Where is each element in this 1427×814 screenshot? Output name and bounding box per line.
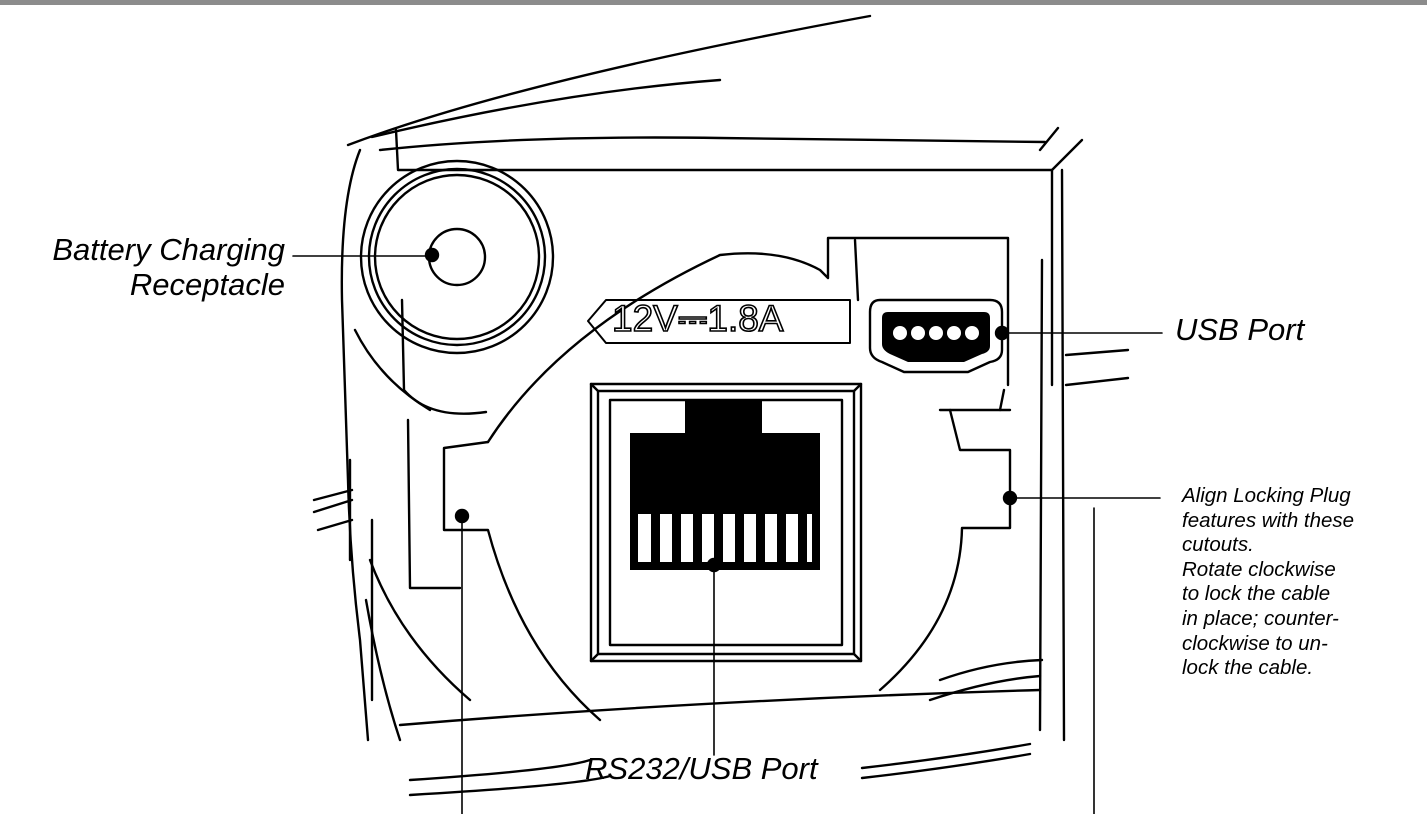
battery-callout: Battery Charging Receptacle — [52, 232, 285, 302]
housing-outline — [312, 14, 1130, 797]
voltage-value: 12V — [611, 297, 678, 340]
voltage-label-frame — [587, 299, 851, 344]
rj45-jack — [589, 382, 863, 663]
leader-lines — [292, 255, 1163, 814]
dc-symbol: ⎓ — [677, 297, 708, 340]
rs232-port-callout: RS232/USB Port — [585, 751, 818, 786]
align-callout-line: clockwise to un- — [1182, 631, 1328, 655]
current-value: 1.8A — [707, 297, 785, 340]
battery-callout-line1: Battery Charging — [52, 232, 285, 267]
align-callout: Align Locking Plug features with these c… — [1182, 484, 1354, 681]
align-callout-line: features with these — [1182, 508, 1355, 532]
align-callout-line: Align Locking Plug — [1182, 484, 1351, 507]
battery-callout-line2: Receptacle — [129, 266, 285, 302]
align-callout-line: cutouts. — [1182, 533, 1254, 557]
battery-receptacle — [359, 159, 555, 355]
port-plate — [442, 236, 1012, 722]
usb-port-callout: USB Port — [1175, 312, 1305, 347]
usb-port — [868, 298, 1004, 374]
top-rule — [0, 0, 1427, 5]
align-callout-line: in place; counter- — [1182, 606, 1339, 630]
align-callout-line: to lock the cable — [1182, 582, 1331, 606]
align-callout-line: Rotate clockwise — [1182, 557, 1336, 581]
voltage-label: 12V⎓1.8A — [611, 297, 785, 341]
align-callout-line: lock the cable. — [1182, 656, 1314, 680]
